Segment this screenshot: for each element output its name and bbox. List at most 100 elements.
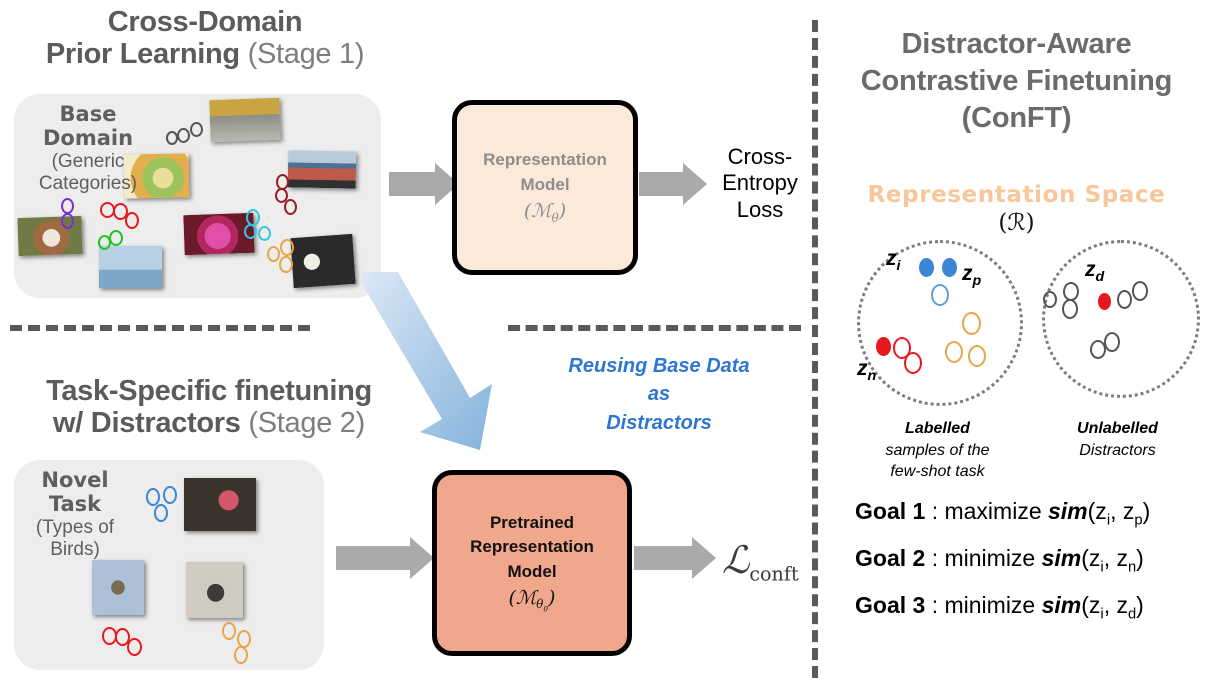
zp-point bbox=[942, 258, 957, 277]
marker-blue-2 bbox=[163, 486, 177, 504]
loss-subscript: conft bbox=[749, 562, 799, 586]
representation-model-line2: Model bbox=[520, 175, 570, 195]
marker-orange-2 bbox=[280, 239, 294, 256]
base-domain-panel: Base Domain (Generic Categories) bbox=[14, 94, 381, 298]
arrow-pretrained-to-loss-shaft bbox=[634, 546, 692, 570]
unlabelled-hollow-5 bbox=[1132, 281, 1148, 301]
zd-point bbox=[1098, 293, 1111, 310]
marker-darkred-3 bbox=[284, 199, 297, 215]
base-domain-label-line1: Base bbox=[59, 102, 117, 126]
goal-1-fn: sim bbox=[1048, 498, 1088, 524]
unlabelled-hollow-3 bbox=[1062, 299, 1078, 319]
marker-cyan-2 bbox=[244, 224, 257, 239]
base-domain-label: Base Domain (Generic Categories) bbox=[28, 102, 148, 194]
goal-1-name: Goal 1 bbox=[855, 498, 926, 524]
right-panel-title: Distractor-Aware Contrastive Finetuning … bbox=[826, 26, 1207, 137]
marker-purple-1 bbox=[61, 198, 74, 214]
pretrained-model-line3: Model bbox=[507, 561, 557, 581]
marker-orange-1 bbox=[267, 246, 280, 262]
novel-task-label: Novel Task (Types of Birds) bbox=[20, 468, 130, 560]
stage2-title-line2: w/ Distractors bbox=[53, 407, 241, 440]
goal-1-sep: : bbox=[925, 498, 945, 524]
labelled-caption: Labelled samples of the few-shot task bbox=[855, 418, 1020, 483]
representation-model-symbol: (ℳθ) bbox=[523, 199, 567, 225]
unlabelled-set-circle bbox=[1042, 240, 1200, 398]
marker-green-2 bbox=[109, 230, 123, 246]
base-domain-label-line3: (Generic bbox=[51, 150, 125, 172]
pretrained-model-box: Pretrained Representation Model (ℳθ0) bbox=[432, 470, 632, 656]
labelled-blue-hollow bbox=[931, 284, 949, 306]
marker-red-3 bbox=[125, 212, 139, 229]
base-domain-label-line4: Categories) bbox=[38, 172, 138, 194]
unlabelled-hollow-1 bbox=[1043, 291, 1057, 308]
goal-1: Goal 1 : maximize sim(zi, zp) bbox=[855, 498, 1151, 529]
novel-task-label-line4: Birds) bbox=[50, 538, 100, 560]
goal-2-name: Goal 2 bbox=[855, 545, 926, 571]
novel-task-label-line2: Task bbox=[48, 492, 102, 517]
theta-zero-sub: 0 bbox=[543, 604, 549, 614]
marker-cyan-3 bbox=[258, 226, 271, 241]
labelled-orange-hollow-1 bbox=[962, 312, 981, 335]
goal-2-verb: minimize bbox=[944, 545, 1042, 571]
arrow-model-to-loss-shaft bbox=[639, 172, 683, 196]
stage2-title: Task-Specific finetuning w/ Distractors … bbox=[0, 375, 418, 440]
stage2-title-line1: Task-Specific finetuning bbox=[46, 375, 372, 407]
representation-space-title: Representation Space bbox=[867, 182, 1166, 208]
arrow-base-to-model-shaft bbox=[389, 172, 435, 196]
goal-3-fn: sim bbox=[1041, 592, 1082, 618]
unlabelled-hollow-4 bbox=[1117, 290, 1132, 309]
unlabelled-caption-line1: Distractors bbox=[1079, 441, 1156, 459]
marker-gray-3 bbox=[190, 122, 203, 137]
stage2-stage-label: (Stage 2) bbox=[240, 407, 365, 440]
zn-label: zn bbox=[857, 357, 877, 385]
representation-space-symbol: (ℛ) bbox=[998, 210, 1035, 236]
marker-purple-2 bbox=[61, 213, 74, 229]
arrow-task-to-pretrained-shaft bbox=[336, 546, 410, 570]
goal-3-sep: : bbox=[925, 592, 945, 618]
stage-divider-right bbox=[508, 325, 801, 331]
marker-blue-3 bbox=[154, 504, 168, 522]
ce-loss-line3: Loss bbox=[736, 196, 784, 222]
thumb-bird-red bbox=[184, 478, 256, 531]
ce-loss-line1: Cross- bbox=[727, 144, 793, 169]
cross-entropy-loss-label: Cross- Entropy Loss bbox=[718, 144, 802, 223]
labelled-red-hollow-1 bbox=[893, 337, 911, 359]
pretrained-model-symbol: (ℳθ0) bbox=[508, 586, 556, 614]
novel-task-label-line1: Novel bbox=[41, 468, 109, 492]
marker-darkred-2 bbox=[275, 188, 288, 203]
base-domain-label-line2: Domain bbox=[42, 126, 134, 151]
goal-2-fn: sim bbox=[1041, 545, 1082, 571]
goal-2: Goal 2 : minimize sim(zi, zn) bbox=[855, 545, 1144, 576]
zd-label: zd bbox=[1085, 258, 1105, 286]
right-title-line1: Distractor-Aware bbox=[901, 28, 1132, 60]
marker-red-n2 bbox=[115, 628, 130, 646]
loss-script-l: ℒ bbox=[722, 538, 750, 582]
stage1-title-line1: Cross-Domain bbox=[107, 6, 303, 38]
thumb-car bbox=[287, 150, 357, 189]
conft-loss-symbol: ℒconft bbox=[722, 538, 799, 586]
labelled-caption-bold: Labelled bbox=[905, 420, 970, 437]
transfer-note-line3: Distractors bbox=[606, 411, 712, 434]
representation-model-box: Representation Model (ℳθ) bbox=[452, 100, 638, 275]
novel-task-label-line3: (Types of bbox=[35, 516, 115, 538]
marker-orange-3 bbox=[279, 256, 293, 273]
marker-red-n3 bbox=[127, 638, 142, 656]
thumb-bird-flying bbox=[92, 560, 144, 615]
goal-3-verb: minimize bbox=[944, 592, 1042, 618]
unlabelled-hollow-6 bbox=[1090, 340, 1106, 359]
zn-point bbox=[876, 337, 891, 356]
goal-3: Goal 3 : minimize sim(zi, zd) bbox=[855, 592, 1144, 623]
representation-model-line1: Representation bbox=[483, 150, 607, 170]
marker-blue-1 bbox=[146, 488, 160, 506]
marker-red-2 bbox=[113, 203, 128, 220]
transfer-note: Reusing Base Data as Distractors bbox=[524, 352, 794, 437]
zp-label: zp bbox=[962, 262, 982, 290]
pretrained-model-line2: Representation bbox=[470, 537, 594, 557]
labelled-caption-line1: samples of the bbox=[885, 441, 990, 459]
pretrained-model-line1: Pretrained bbox=[489, 512, 575, 532]
thumb-bird-perched bbox=[186, 562, 243, 618]
right-title-line2: Contrastive Finetuning bbox=[860, 65, 1173, 98]
panel-divider-vertical bbox=[812, 20, 818, 678]
arrow-model-to-loss-head bbox=[683, 163, 707, 205]
unlabelled-caption-bold: Unlabelled bbox=[1077, 420, 1158, 437]
